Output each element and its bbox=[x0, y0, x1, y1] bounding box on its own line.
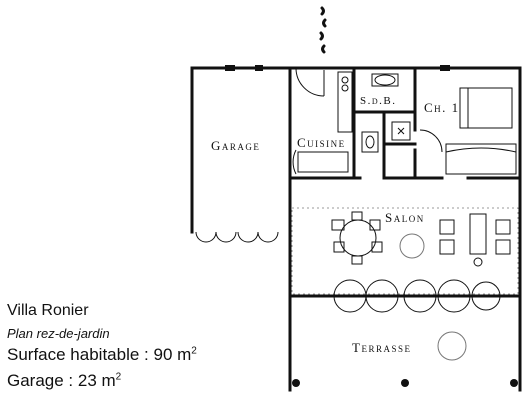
garage-doors bbox=[195, 231, 279, 243]
salon-floor bbox=[291, 207, 519, 295]
garage-unit-sup: 2 bbox=[115, 371, 122, 383]
walls bbox=[190, 66, 522, 392]
surface-text: Surface habitable : 90 m bbox=[7, 345, 192, 364]
surface-habitable: Surface habitable : 90 m2 bbox=[7, 345, 197, 365]
room-label-terrasse: Terrasse bbox=[352, 340, 411, 355]
terrace-table bbox=[437, 331, 467, 361]
room-label-cuisine: Cuisine bbox=[297, 135, 346, 150]
garage-text: Garage : 23 m bbox=[7, 371, 116, 390]
chimney-smoke-icon bbox=[319, 6, 327, 54]
surface-garage: Garage : 23 m2 bbox=[7, 371, 121, 391]
plan-subtitle: Plan rez-de-jardin bbox=[7, 326, 110, 341]
terrace-doors bbox=[333, 279, 501, 313]
room-label-ch1: Ch. 1 bbox=[424, 100, 460, 115]
kitchen-fixtures bbox=[292, 67, 353, 175]
room-label-sdb: S.d.B. bbox=[360, 95, 396, 107]
room-label-salon: Salon bbox=[385, 210, 425, 225]
plan-title: Villa Ronier bbox=[7, 302, 89, 319]
bathroom-fixtures bbox=[361, 73, 411, 153]
terrace-posts bbox=[292, 379, 518, 387]
salon-furniture bbox=[331, 211, 511, 267]
bedroom-furniture bbox=[419, 87, 517, 175]
room-label-garage: Garage bbox=[211, 138, 260, 153]
surface-unit-sup: 2 bbox=[191, 345, 197, 357]
